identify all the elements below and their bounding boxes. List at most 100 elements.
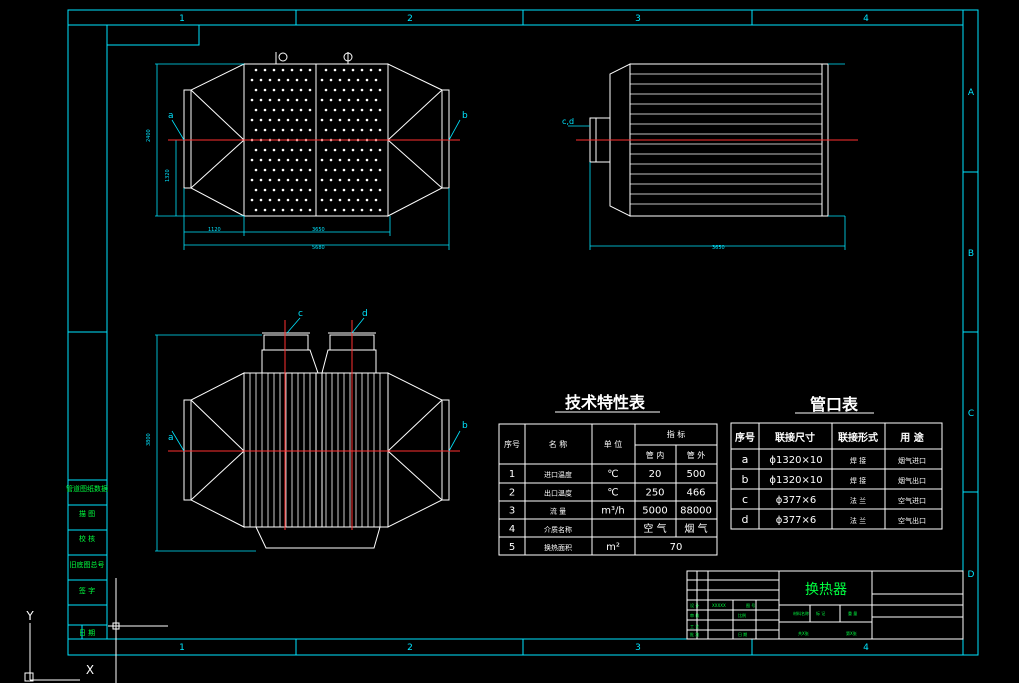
perforation-hole [277,98,281,102]
tech-cell-seq: 3 [509,506,515,517]
frame-labels: 1 2 3 4 1 2 3 4 A B C D [179,14,975,653]
perforation-hole [281,168,285,172]
nozzle-cell-use: 空气出口 [898,516,926,525]
perforation-hole [324,88,328,92]
nozzle-cell-size: ϕ377×6 [776,495,816,506]
nozzle-cell-size: ϕ1320×10 [769,455,822,466]
side-label-5: 日 期 [79,629,95,637]
perforation-hole [281,68,285,72]
perforation-hole [286,198,290,202]
perforation-hole [250,158,254,162]
side-label-3: 旧底图总号 [70,560,105,569]
svg-text:图 号: 图 号 [746,602,755,608]
perforation-hole [250,198,254,202]
perforation-hole [272,128,276,132]
perforation-hole [333,168,337,172]
svg-text:共X张: 共X张 [798,630,809,636]
perforation-hole [320,118,324,122]
perforation-hole [272,168,276,172]
perforation-hole [281,188,285,192]
perforation-hole [259,98,263,102]
perforation-hole [369,208,373,212]
nozzle-cell-type: 法 兰 [850,516,866,525]
perforation-hole [369,108,373,112]
conn-b-bottom: b [462,421,468,431]
svg-text:2400: 2400 [146,129,152,142]
conn-c-bottom: c [298,309,303,319]
nozzle-cell-seq: b [742,473,749,486]
perforation-hole [281,128,285,132]
bottom-center-lines [168,320,460,530]
perforation-hole [308,168,312,172]
perforation-hole [329,198,333,202]
perforation-hole [374,198,378,202]
perforation-hole [272,208,276,212]
perforation-hole [356,198,360,202]
tech-cell-unit: ℃ [607,469,618,480]
perforation-pattern [250,68,382,212]
nozzle-cell-seq: a [742,453,749,466]
perforation-hole [281,148,285,152]
tech-col-index: 指 标 [667,429,686,439]
perforation-hole [268,198,272,202]
row-label-c: C [968,409,974,419]
perforation-hole [369,128,373,132]
perforation-hole [259,178,263,182]
svg-text:设 计: 设 计 [690,602,699,608]
perforation-hole [299,68,303,72]
perforation-hole [351,68,355,72]
perforation-hole [329,178,333,182]
perforation-hole [360,188,364,192]
perforation-hole [290,208,294,212]
perforation-hole [360,168,364,172]
tech-cell-out: 466 [686,487,705,498]
tech-cell-unit: m² [606,542,620,553]
row-label-d: D [968,570,975,580]
perforation-hole [254,188,258,192]
side-label-2: 校 核 [79,534,95,543]
perforation-hole [338,158,342,162]
tech-cell-seq: 1 [509,469,515,480]
perforation-hole [374,78,378,82]
nozzle-cell-use: 烟气出口 [898,476,926,485]
perforation-hole [281,208,285,212]
tech-cell-in: 250 [645,487,664,498]
perforation-hole [277,178,281,182]
perforation-hole [365,178,369,182]
perforation-hole [268,158,272,162]
perforation-hole [308,68,312,72]
nozzle-col-type: 联接形式 [838,431,878,444]
perforation-hole [254,148,258,152]
nozzle-cell-use: 烟气进口 [898,456,926,465]
svg-text:工 艺: 工 艺 [690,624,699,629]
side-tube-lines [630,73,822,205]
perforation-hole [263,188,267,192]
svg-text:标 记: 标 记 [816,610,825,616]
perforation-hole [356,158,360,162]
col-label-4: 4 [863,14,869,24]
perforation-hole [304,198,308,202]
bottom-view [183,332,450,549]
perforation-hole [304,118,308,122]
tech-cell-in: 空 气 [643,522,666,535]
perforation-hole [360,208,364,212]
svg-text:批 准: 批 准 [690,631,699,637]
perforation-hole [272,108,276,112]
tech-cell-unit: m³/h [601,506,624,517]
svg-text:重 量: 重 量 [848,610,857,616]
perforation-hole [299,108,303,112]
perforation-hole [295,78,299,82]
perforation-hole [342,208,346,212]
perforation-hole [360,128,364,132]
perforation-hole [308,88,312,92]
perforation-hole [347,98,351,102]
tech-col-out: 管 外 [687,450,706,460]
perforation-hole [324,68,328,72]
perforation-hole [299,88,303,92]
perforation-hole [351,188,355,192]
perforation-hole [263,88,267,92]
perforation-hole [342,108,346,112]
perforation-hole [324,108,328,112]
perforation-hole [333,108,337,112]
